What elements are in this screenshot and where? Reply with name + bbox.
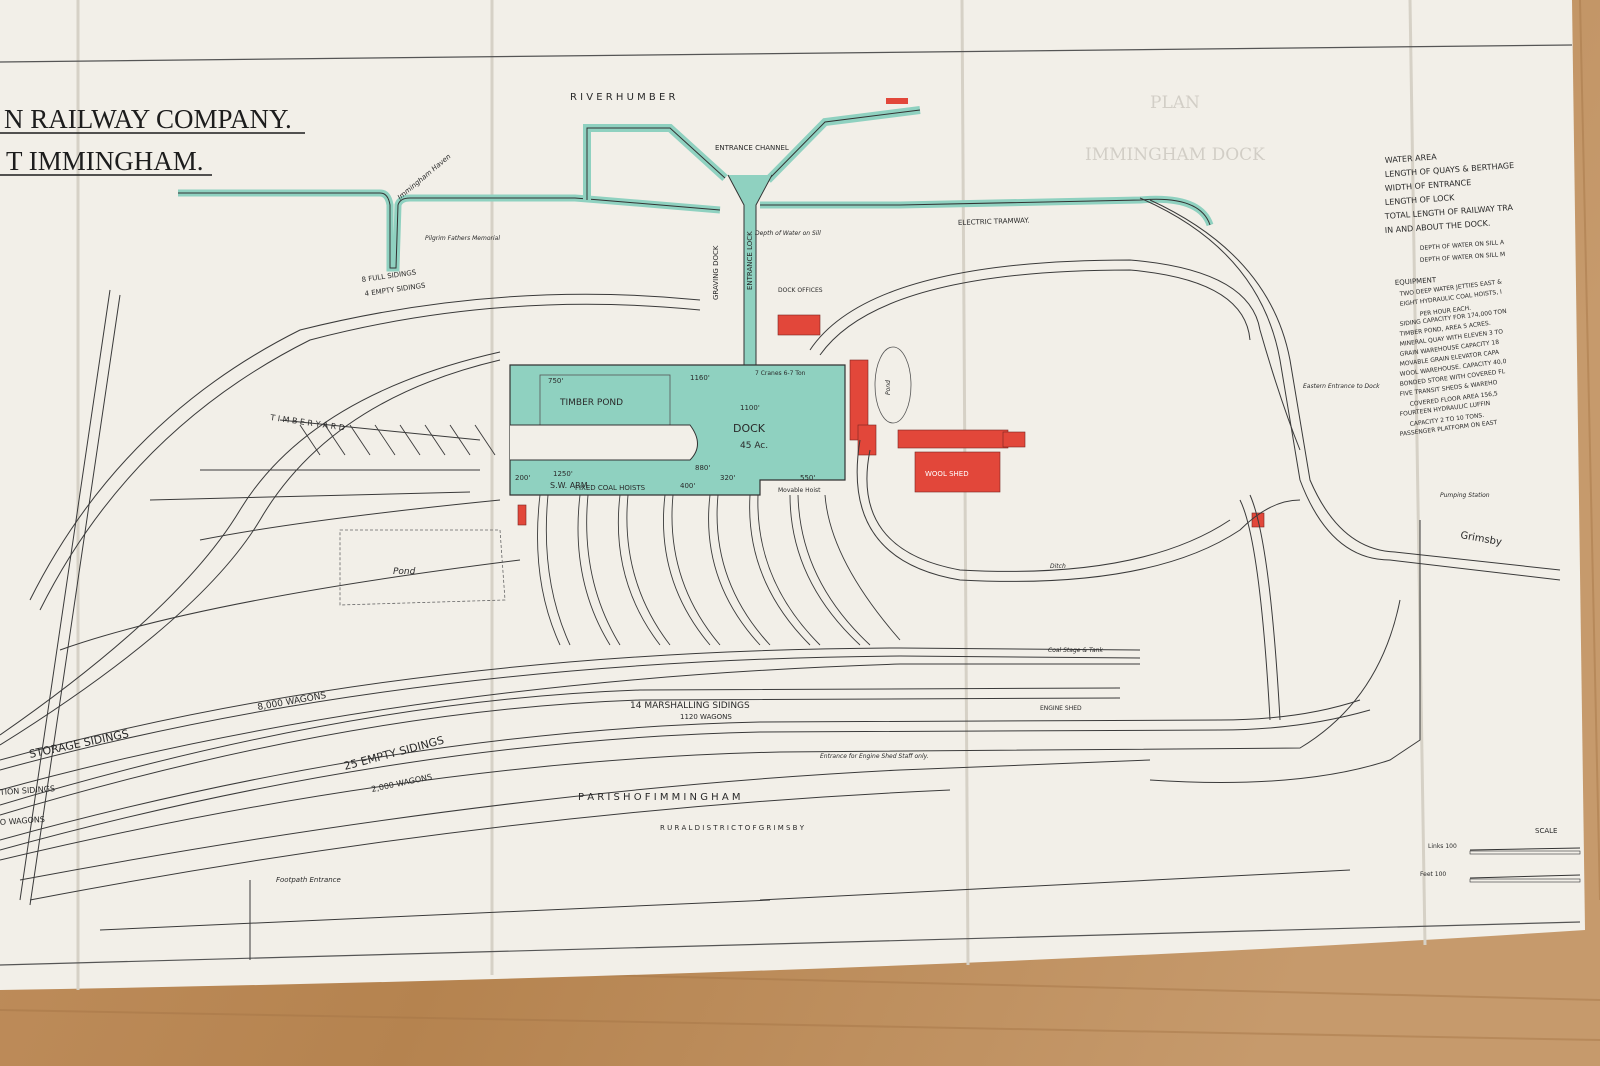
links-label: Links 100	[1428, 843, 1457, 850]
marshalling-label: 14 MARSHALLING SIDINGS	[630, 701, 750, 711]
dim-200: 200'	[515, 474, 530, 482]
entrance-channel-label: ENTRANCE CHANNEL	[715, 144, 789, 152]
ditch-label: Ditch	[1050, 563, 1066, 570]
tion-sidings-label: TION SIDINGS	[0, 784, 55, 797]
pond-small-label: Pond	[885, 380, 892, 395]
entrance-lock-label: ENTRANCE LOCK	[746, 231, 754, 290]
plan-heading-1: PLAN	[1150, 93, 1200, 113]
pond-small	[874, 346, 912, 424]
wool-shed-label: WOOL SHED	[925, 470, 969, 478]
pond-label: Pond	[393, 567, 416, 577]
dimension-labels: 750' 1250' 1160' 1100' 880' 550' 320' 40…	[515, 374, 815, 490]
wagons-1120-label: 1120 WAGONS	[680, 713, 732, 721]
parish-label: P A R I S H O F I M M I N G H A M	[578, 792, 741, 803]
dim-550: 550'	[800, 474, 815, 482]
jetties	[583, 98, 921, 200]
graving-dock-label: GRAVING DOCK	[712, 245, 720, 300]
rural-district-label: R U R A L D I S T R I C T O F G R I M S …	[660, 824, 805, 832]
feet-label: Feet 100	[1420, 871, 1446, 878]
electric-tramway-label: ELECTRIC TRAMWAY.	[958, 217, 1030, 227]
dim-1250: 1250'	[553, 470, 573, 478]
timber-pond-label: TIMBER POND	[559, 398, 623, 408]
cranes-label: 7 Cranes 6-7 Ton	[755, 370, 806, 377]
railway-tracks	[0, 197, 1561, 960]
pumping-station-label: Pumping Station	[1440, 492, 1490, 499]
timber-yard-hatch	[299, 424, 496, 456]
footpath-label: Footpath Entrance	[276, 876, 341, 884]
coal-sidings	[537, 494, 901, 646]
dim-1160: 1160'	[690, 374, 710, 382]
dim-1100: 1100'	[740, 404, 760, 412]
map-border	[0, 44, 1581, 966]
dock-area-label: 45 Ac.	[740, 441, 768, 451]
eastern-entrance-label: Eastern Entrance to Dock	[1303, 383, 1380, 390]
pond-large	[339, 529, 506, 606]
dim-880: 880'	[695, 464, 710, 472]
legend-line-0: WATER AREA	[1385, 152, 1438, 165]
plan-heading-2: IMMINGHAM DOCK	[1085, 145, 1265, 165]
engine-shed-label: ENGINE SHED	[1040, 705, 1082, 712]
depth-sill-label: Depth of Water on Sill	[755, 230, 821, 237]
entrance-engine-shed-label: Entrance for Engine Shed Staff only.	[820, 753, 929, 760]
scale-label: SCALE	[1535, 827, 1557, 835]
dock-label: DOCK	[733, 422, 766, 435]
dim-320: 320'	[720, 474, 735, 482]
river-label: R I V E R H U M B E R	[570, 92, 675, 103]
paper-sheet	[0, 0, 1585, 990]
dim-400: 400'	[680, 482, 695, 490]
pilgrim-memorial-label: Pilgrim Fathers Memorial	[425, 235, 500, 242]
movable-hoist-label: Movable Hoist	[778, 487, 821, 494]
scale-bar: SCALE Links 100 Feet 100	[1420, 827, 1581, 883]
dim-750: 750'	[548, 377, 563, 385]
fixed-coal-hoists-label: FIXED COAL HOISTS	[575, 484, 646, 492]
equipment-heading: EQUIPMENT	[1395, 276, 1437, 287]
title-line-2: T IMMINGHAM.	[6, 146, 204, 176]
sw-arm-label: S.W. ARM	[550, 481, 588, 490]
dock-offices-label: DOCK OFFICES	[778, 287, 823, 294]
buildings	[517, 314, 1265, 528]
coal-stage-label: Coal Stage & Tank	[1048, 647, 1103, 654]
wagons-left-label: O WAGONS	[0, 815, 45, 827]
title-line-1: N RAILWAY COMPANY.	[4, 104, 292, 134]
